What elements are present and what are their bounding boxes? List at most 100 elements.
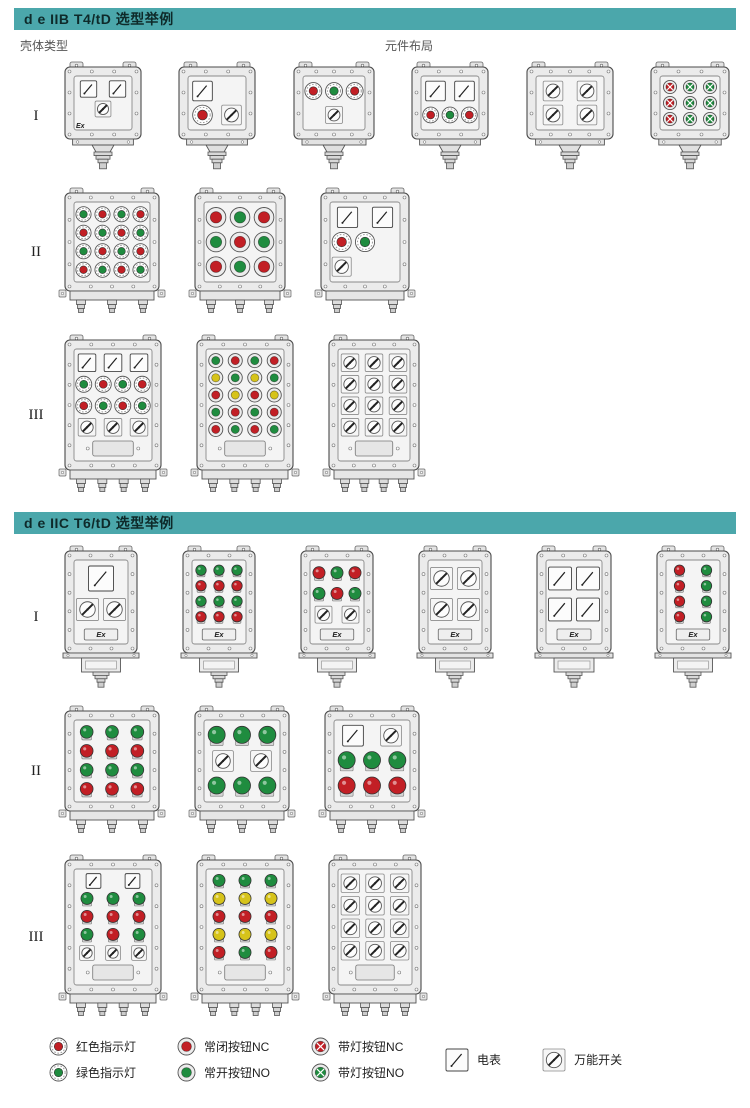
green-mushroom-button-icon: [195, 595, 207, 609]
universal-switch-icon: [364, 418, 384, 437]
shell-row-iic-II: II: [14, 704, 736, 839]
meter-icon: [548, 597, 572, 622]
red-indicator-icon: [132, 206, 149, 223]
green-button-icon: [266, 421, 282, 437]
cable-gland-icon: [340, 1002, 350, 1016]
bottom-strip: [69, 469, 157, 480]
control-box-drawing: [58, 187, 166, 313]
red-mushroom-button-icon: [337, 776, 356, 797]
bottom-terminal-compartment: [298, 652, 376, 688]
cable-gland-icon: [229, 478, 240, 492]
cable-gland-icon: [534, 138, 605, 170]
control-box-drawing: Ex: [180, 545, 258, 688]
control-box-drawing: Ex: [62, 545, 140, 688]
cable-gland-icon: [140, 478, 150, 492]
green-mushroom-button-icon: [207, 725, 226, 746]
green-lamp-button-icon: [682, 79, 697, 95]
green-mushroom-button-icon: [312, 586, 326, 602]
bottom-terminal-compartment: [416, 652, 494, 688]
mounting-tab-icon: [58, 289, 166, 298]
cable-entry-plate: [217, 440, 273, 457]
universal-switch-icon: [364, 375, 384, 394]
control-box-iic-III-3: [322, 853, 428, 1022]
red-mushroom-button-icon: [673, 595, 686, 609]
cable-entry-plate: [217, 964, 273, 981]
box-row: [58, 853, 736, 1022]
red-mushroom-button-icon: [105, 782, 119, 798]
red-button-icon: [253, 256, 275, 277]
green-mushroom-button-icon: [264, 873, 278, 889]
yellow-mushroom-button-icon: [238, 891, 252, 907]
legend-item-no-lamp-button: 带灯按钮NO: [310, 1062, 404, 1083]
cable-gland-icon: [398, 478, 408, 492]
green-indicator-icon: [75, 375, 93, 393]
control-box-drawing: Ex: [416, 545, 494, 688]
red-indicator-icon: [75, 397, 93, 415]
universal-switch-icon: [131, 945, 147, 961]
meter-icon: [124, 873, 141, 889]
green-button-icon: [177, 1063, 196, 1082]
red-indicator-icon: [113, 224, 130, 241]
universal-switch-icon: [331, 256, 352, 277]
svg-text:Ex: Ex: [569, 630, 579, 639]
universal-switch-icon: [542, 1048, 566, 1071]
green-button-icon: [227, 370, 243, 386]
control-box-drawing: [188, 187, 292, 313]
control-box-drawing: [178, 61, 256, 170]
green-mushroom-button-icon: [388, 751, 407, 772]
red-button-icon: [205, 207, 227, 228]
universal-switch-icon: [576, 80, 597, 102]
control-box-drawing: [411, 61, 489, 170]
green-mushroom-button-icon: [106, 891, 120, 907]
ex-marking: Ex: [76, 123, 86, 130]
cable-gland-icon: [250, 1002, 261, 1016]
box-row: [58, 186, 736, 319]
universal-switch-icon: [340, 375, 360, 394]
bottom-strip: [329, 810, 415, 821]
universal-switch-icon: [365, 873, 385, 893]
universal-switch-icon: [364, 353, 384, 372]
meter-icon: [371, 206, 394, 228]
universal-switch-icon: [365, 941, 385, 961]
green-indicator-icon: [132, 224, 149, 241]
red-button-icon: [266, 353, 282, 369]
green-mushroom-button-icon: [207, 776, 226, 797]
red-mushroom-button-icon: [231, 611, 243, 624]
red-mushroom-button-icon: [195, 611, 207, 624]
universal-switch-icon: [542, 104, 563, 126]
red-button-icon: [247, 421, 263, 437]
legend-item-meter: 电表: [444, 1047, 501, 1073]
cable-gland-icon: [186, 138, 249, 170]
red-indicator-icon: [94, 375, 112, 393]
green-lamp-button-icon: [702, 95, 717, 111]
green-mushroom-button-icon: [79, 725, 94, 741]
yellow-mushroom-button-icon: [212, 927, 226, 943]
meter-icon: [103, 353, 123, 373]
meter-icon: [192, 80, 214, 102]
green-mushroom-button-icon: [130, 763, 145, 779]
cable-gland-icon: [208, 478, 218, 492]
svg-text:Ex: Ex: [332, 630, 342, 639]
universal-switch-icon: [221, 104, 243, 126]
bottom-strip: [199, 810, 285, 821]
legend-item-nc-lamp-button: 带灯按钮NC: [310, 1036, 404, 1057]
cable-gland-icon: [97, 1002, 108, 1016]
control-box-iic-I-1: Ex: [58, 544, 144, 690]
section-header-iib: d e IIB T4/tD 选型举例: [14, 8, 736, 30]
meter-icon: [576, 597, 600, 622]
red-indicator-icon: [94, 206, 111, 223]
green-button-icon: [229, 256, 251, 277]
cable-gland-icon: [359, 478, 370, 492]
mounting-tab-icon: [322, 992, 428, 1001]
control-box-iib-III-2: [190, 333, 300, 498]
control-box-drawing: [58, 854, 168, 1016]
green-button-icon: [247, 404, 263, 420]
control-box-drawing: [293, 61, 375, 170]
ex-marking-plate: Ex: [437, 628, 473, 641]
mounting-ear-icon: [423, 545, 487, 554]
cable-gland-icon: [76, 1002, 86, 1016]
mounting-tab-icon: [314, 289, 416, 298]
cable-gland-icon: [118, 478, 129, 492]
meter-icon: [425, 80, 446, 102]
